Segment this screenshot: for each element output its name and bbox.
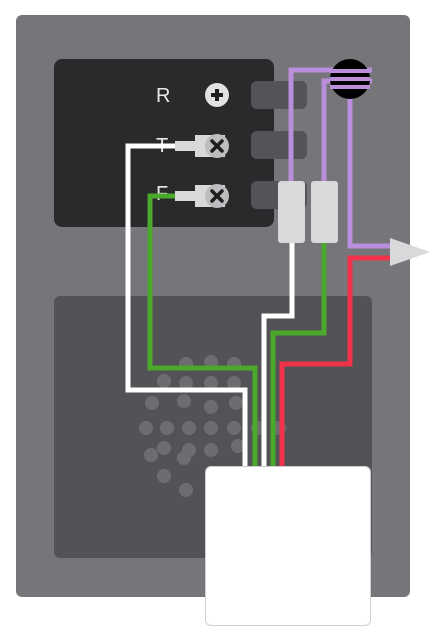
- arrow-right-icon: [390, 238, 430, 266]
- wire-connector-2: [311, 181, 338, 243]
- ferrite-coil-icon: [330, 59, 370, 99]
- terminal-screws: [205, 59, 370, 208]
- plus-screw-icon: [205, 83, 229, 107]
- terminal-slot-r: [251, 81, 307, 109]
- wire-red: [279, 255, 394, 466]
- x-screw-icon: [205, 134, 229, 158]
- wire-white-connector: [261, 242, 295, 466]
- wire-purple-3: [347, 95, 392, 249]
- terminal-label-r: R: [156, 85, 171, 107]
- x-screw-icon: [205, 184, 229, 208]
- wire-green-f: [147, 193, 258, 466]
- wire-connector-1: [278, 181, 305, 243]
- terminal-panel: R T F: [54, 59, 307, 227]
- wire-white-t: [125, 143, 248, 466]
- wall-jack-box: [205, 466, 371, 626]
- terminal-slot-t: [251, 131, 307, 159]
- wire-green-connector: [270, 242, 327, 466]
